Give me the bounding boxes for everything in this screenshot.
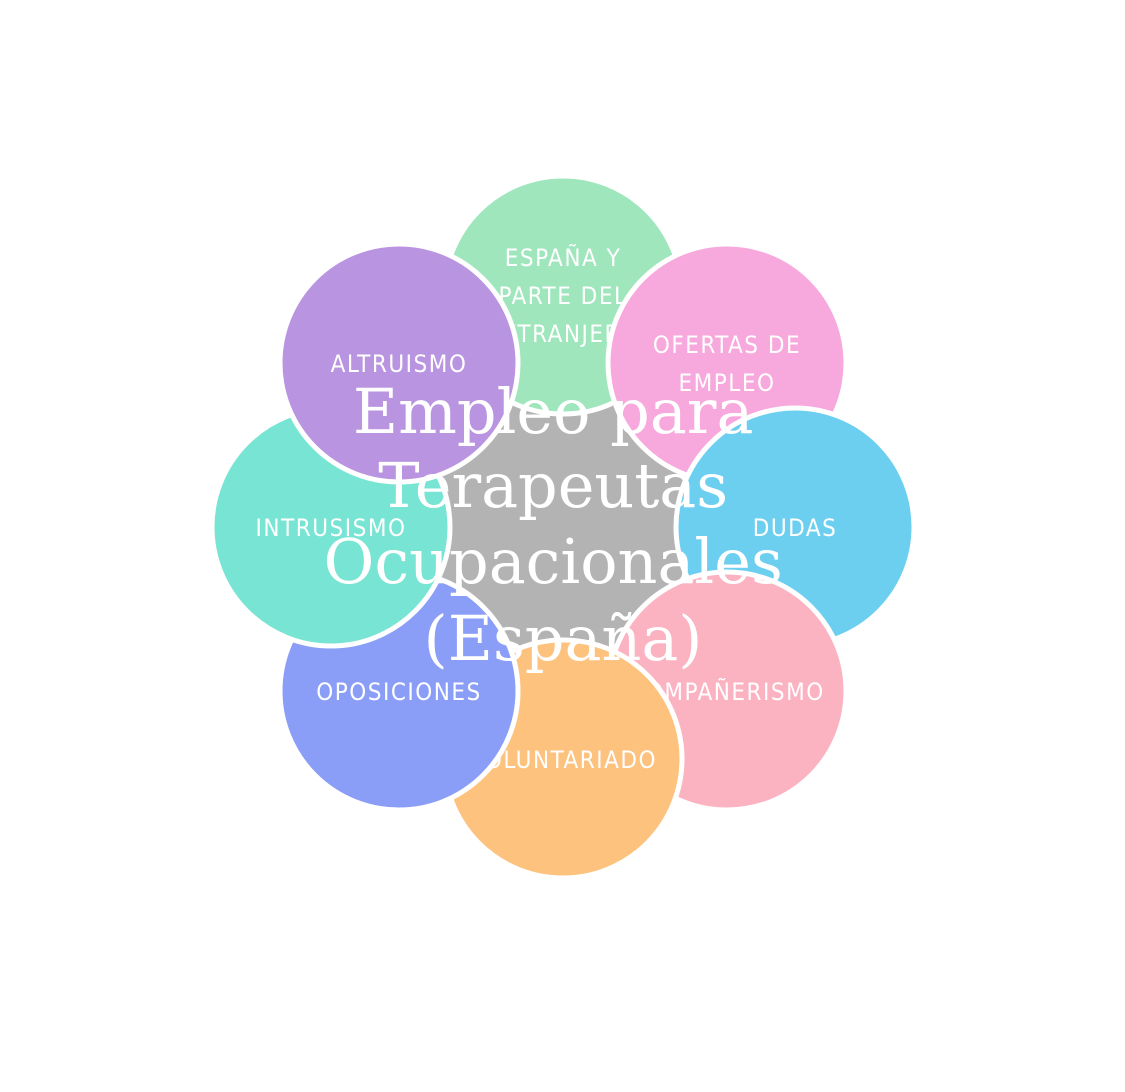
node-altruismo: ALTRUISMO [277, 241, 521, 485]
center-title-line-2: Terapeutas [378, 449, 728, 522]
node-altruismo-label: ALTRUISMO [331, 350, 468, 378]
node-oposiciones-label: OPOSICIONES [316, 678, 482, 706]
node-espana-extranjero-label-line: PARTE DEL [499, 282, 628, 310]
node-intrusismo-label: INTRUSISMO [256, 514, 407, 542]
node-oposiciones-label-line: OPOSICIONES [316, 678, 482, 706]
node-ofertas-empleo-label-line: EMPLEO [679, 369, 776, 397]
node-ofertas-empleo-label: OFERTAS DE EMPLEO [653, 331, 801, 397]
node-ofertas-empleo-label-line: OFERTAS DE [653, 331, 801, 359]
center-title-line-1: Empleo para [353, 375, 754, 448]
node-altruismo-label-line: ALTRUISMO [331, 350, 468, 378]
center-title: Empleo para Terapeutas Ocupacionales (Es… [324, 375, 803, 675]
center-title-line-3: Ocupacionales [324, 525, 783, 598]
node-intrusismo-label-line: INTRUSISMO [256, 514, 407, 542]
node-dudas-label-line: DUDAS [753, 514, 838, 542]
node-dudas-label: DUDAS [753, 514, 838, 542]
center-title-line-4: (España) [424, 602, 703, 675]
node-espana-extranjero-label-line: ESPAÑA Y [505, 242, 622, 272]
node-altruismo-circle [277, 241, 521, 485]
